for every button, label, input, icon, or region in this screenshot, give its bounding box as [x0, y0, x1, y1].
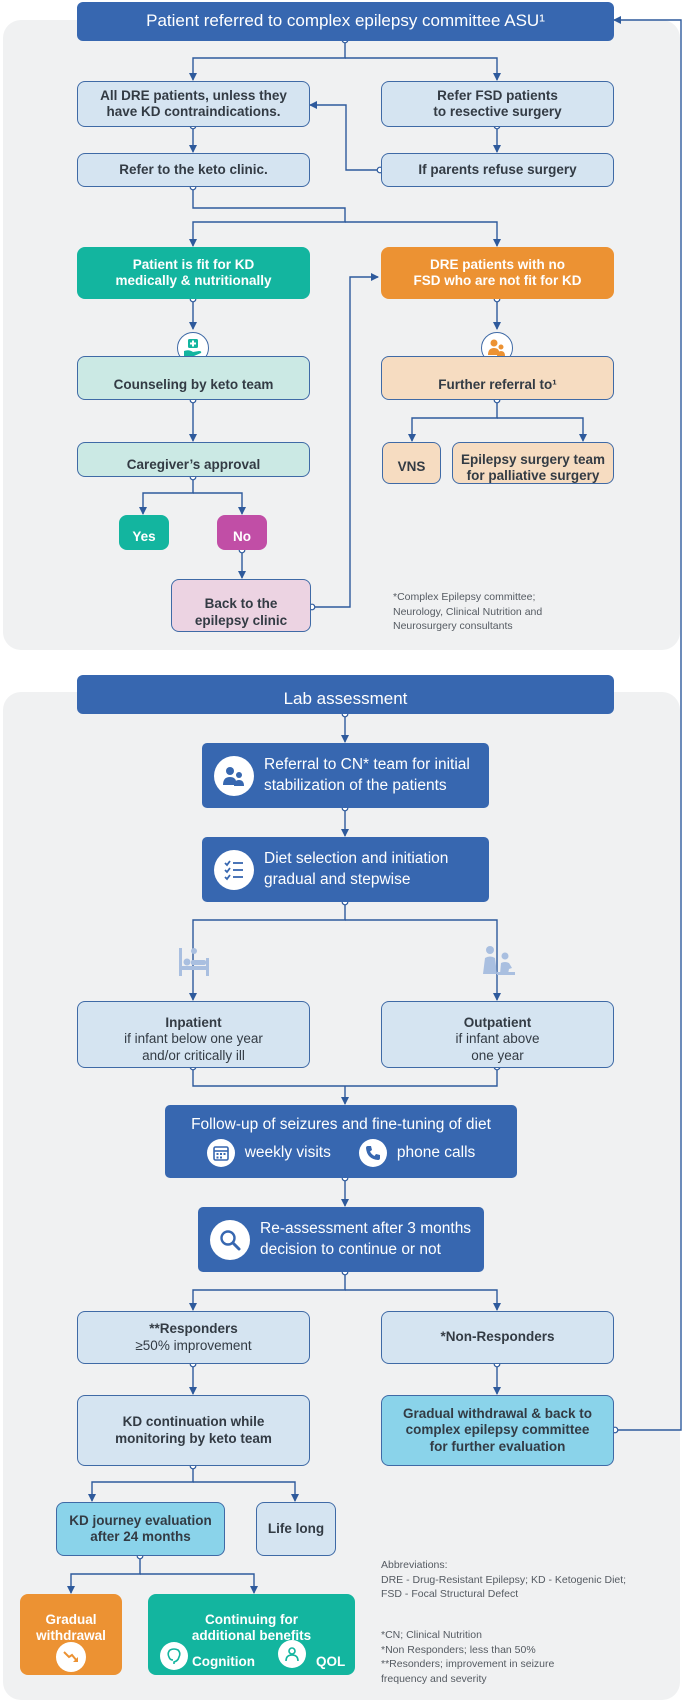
outpatient-visit-icon: [483, 946, 515, 975]
cognition-label: Cognition: [192, 1654, 255, 1669]
reassessment-box: Re-assessment after 3 months decision to…: [198, 1207, 484, 1272]
back-clinic-box: Back to the epilepsy clinic: [171, 579, 311, 632]
gradual-withdrawal-box: Gradual withdrawal: [20, 1594, 122, 1675]
life-long-box: Life long: [256, 1502, 336, 1556]
lab-assessment-header: Lab assessment: [77, 675, 614, 714]
committee-header: Patient referred to complex epilepsy com…: [77, 2, 614, 41]
outpatient-box: Outpatient if infant above one year: [381, 1001, 614, 1068]
caregiver-approval-box: Caregiver’s approval: [77, 442, 310, 477]
footnotes-note: *CN; Clinical Nutrition *Non Responders;…: [381, 1629, 555, 1686]
followup-box: Follow-up of seizures and fine-tuning of…: [165, 1105, 517, 1178]
diet-selection-box: Diet selection and initiation gradual an…: [202, 837, 489, 902]
referral-cn-box: Referral to CN* team for initial stabili…: [202, 743, 489, 808]
qol-label: QOL: [316, 1654, 346, 1669]
magnifier-icon: [210, 1219, 250, 1260]
non-responders-box: *Non-Responders: [381, 1311, 614, 1364]
vns-box: VNS: [382, 442, 441, 484]
committee-note: *Complex Epilepsy committee; Neurology, …: [393, 591, 543, 633]
not-fit-kd-box: DRE patients with no FSD who are not fit…: [381, 247, 614, 299]
refer-keto-box: Refer to the keto clinic.: [77, 153, 310, 187]
counseling-box: Counseling by keto team: [77, 356, 310, 400]
followup-title: Follow-up of seizures and fine-tuning of…: [191, 1116, 491, 1134]
phone-calls-label: phone calls: [396, 1143, 476, 1161]
abbreviations-note: Abbreviations: DRE - Drug-Resistant Epil…: [381, 1559, 627, 1601]
refer-fsd-box: Refer FSD patients to resective surgery: [381, 81, 614, 127]
phone-icon: [358, 1138, 387, 1167]
further-referral-box: Further referral to¹: [381, 356, 614, 400]
brain-icon: [160, 1642, 188, 1670]
responders-box: **Responders ≥50% improvement: [77, 1311, 310, 1364]
hospital-bed-icon: [179, 948, 209, 976]
doctor-patient-icon: [214, 755, 254, 796]
inpatient-box: Inpatient if infant below one year and/o…: [77, 1001, 310, 1068]
yes-box: Yes: [119, 515, 169, 550]
trend-down-icon: [56, 1642, 86, 1672]
epilepsy-surgery-box: Epilepsy surgery team for palliative sur…: [452, 442, 614, 484]
checklist-icon: [214, 849, 254, 890]
quality-of-life-icon: [278, 1640, 306, 1668]
kd-journey-box: KD journey evaluation after 24 months: [56, 1502, 225, 1556]
weekly-visits-label: weekly visits: [244, 1143, 331, 1161]
dre-all-box: All DRE patients, unless they have KD co…: [77, 81, 310, 127]
parents-refuse-box: If parents refuse surgery: [381, 153, 614, 187]
gradual-withdrawal-back-box: Gradual withdrawal & back to complex epi…: [381, 1395, 614, 1466]
calendar-icon: [206, 1138, 235, 1167]
kd-continuation-box: KD continuation while monitoring by keto…: [77, 1395, 310, 1466]
continuing-box: Continuing for additional benefits Cogni…: [148, 1594, 355, 1675]
fit-kd-box: Patient is fit for KD medically & nutrit…: [77, 247, 310, 299]
no-box: No: [217, 515, 267, 550]
